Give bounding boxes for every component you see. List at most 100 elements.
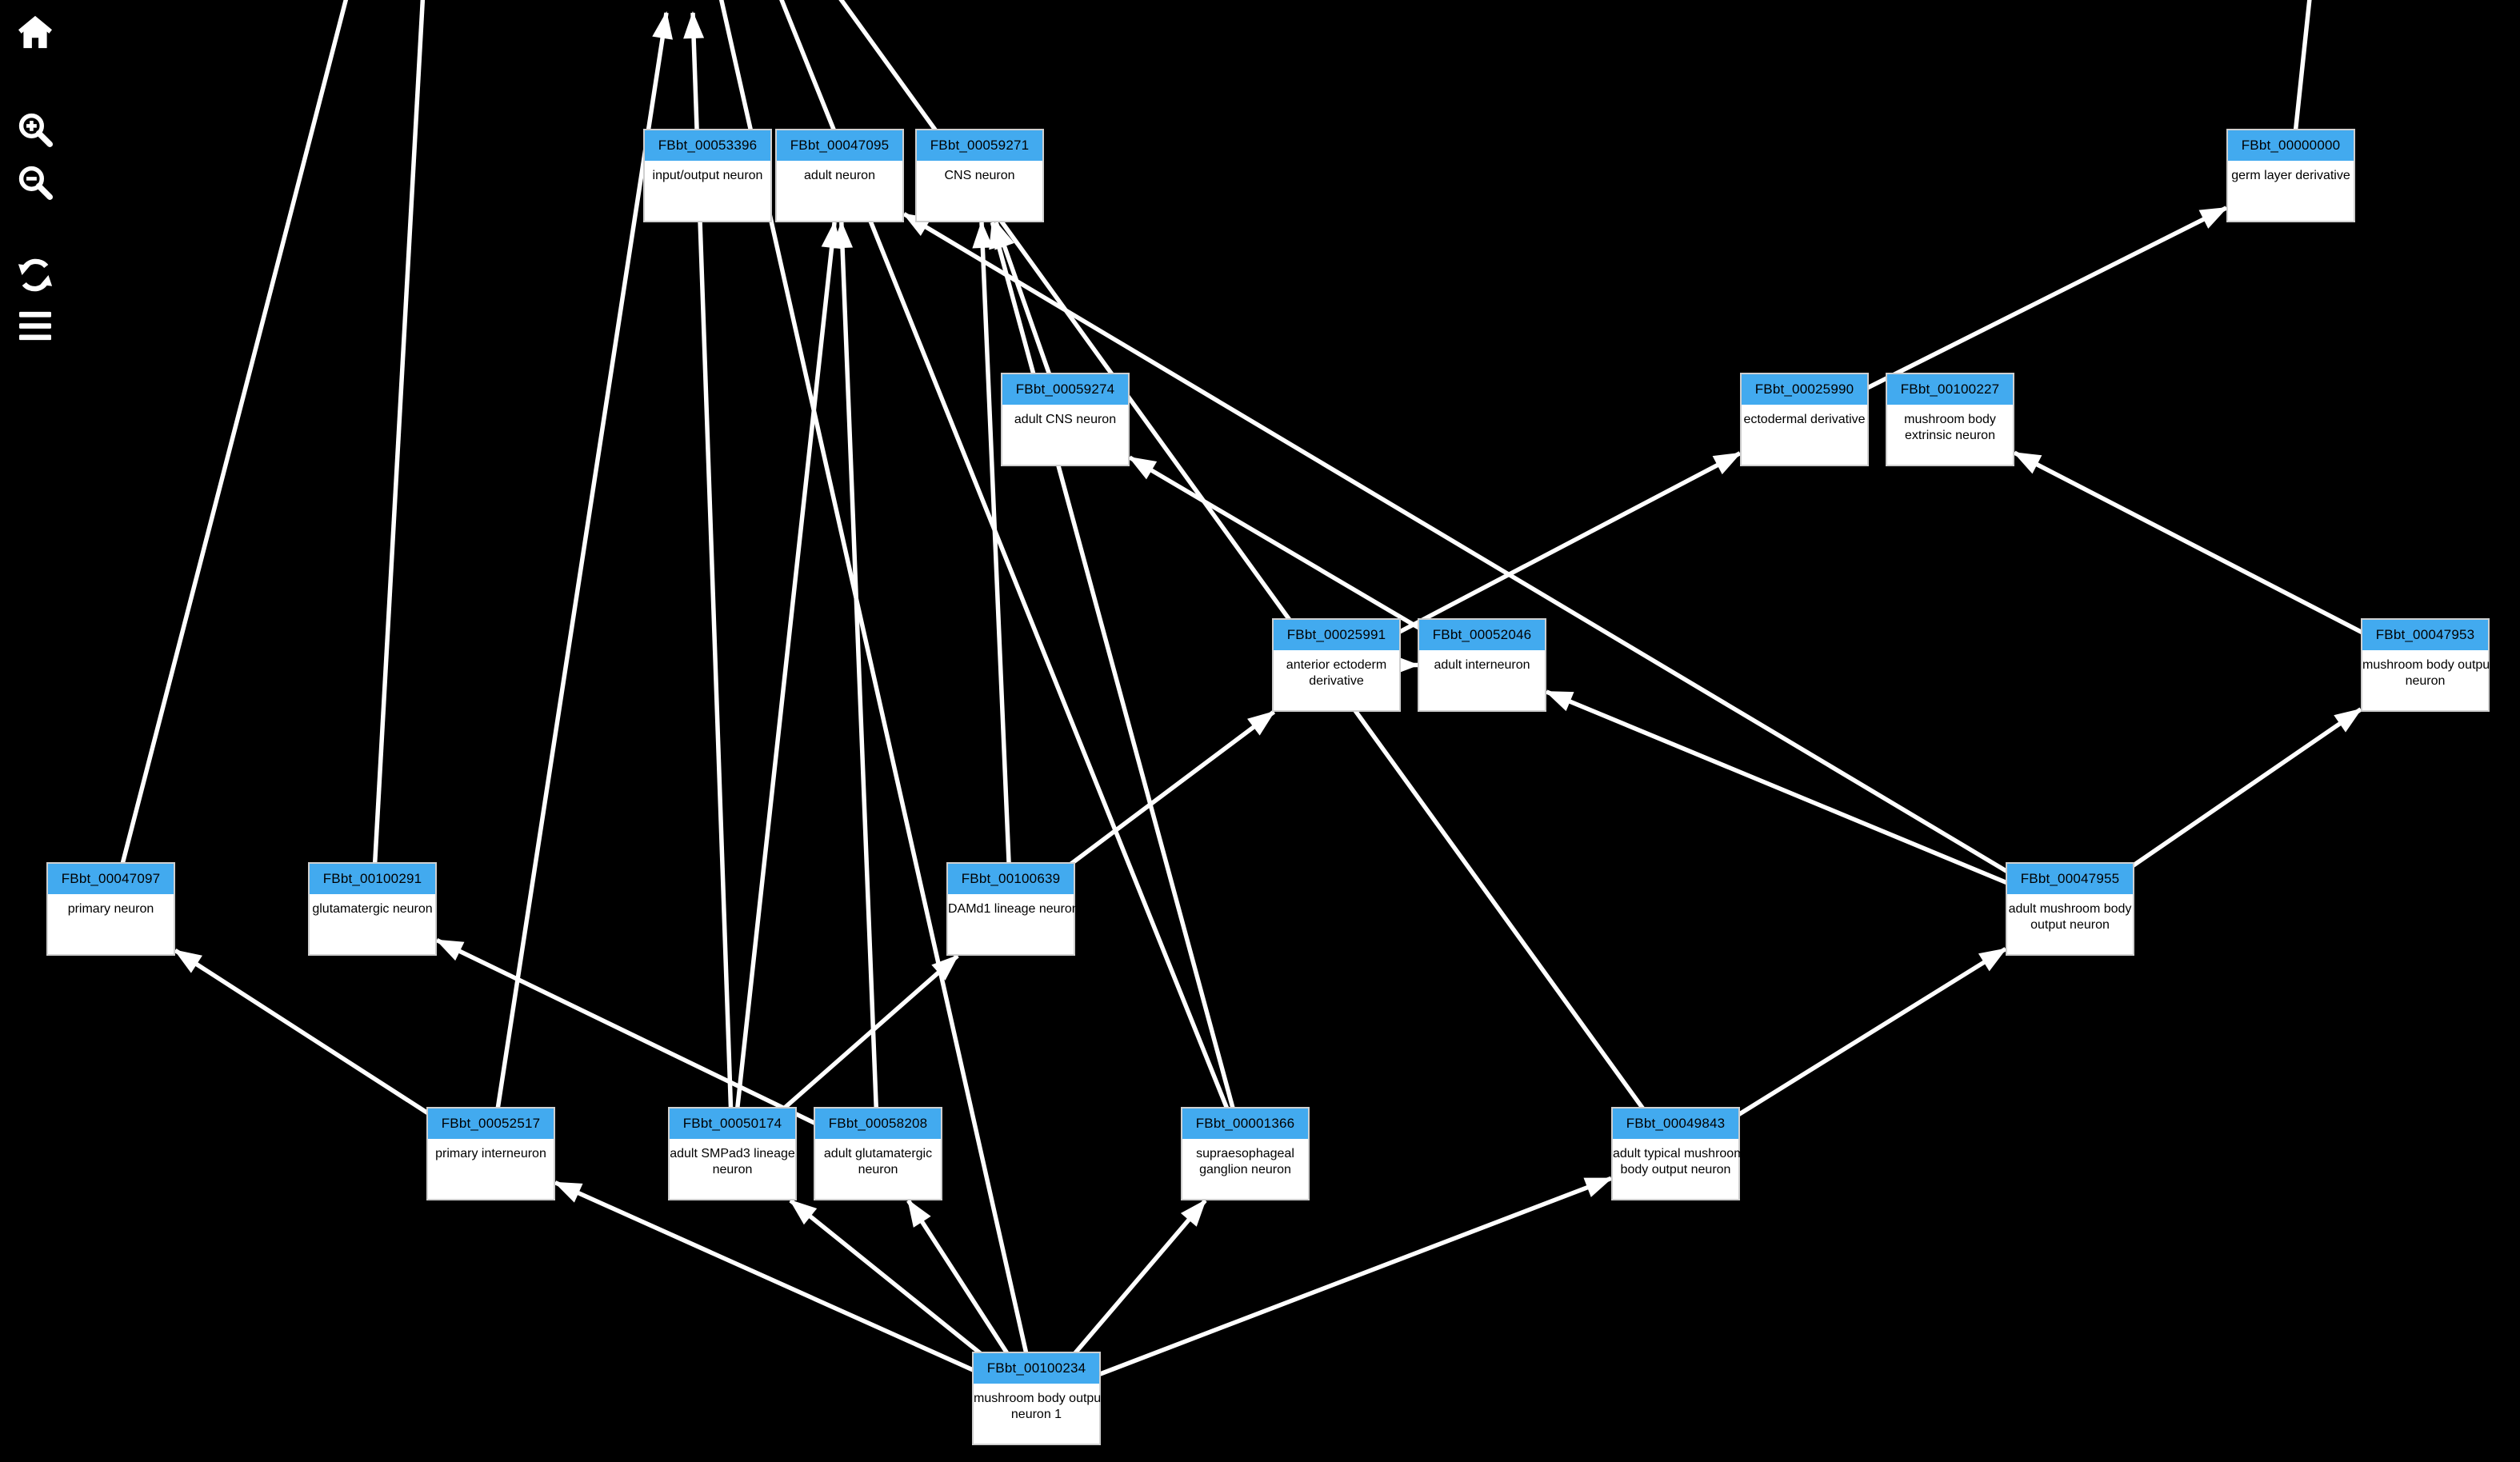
graph-edge bbox=[1803, 206, 2228, 421]
menu-button[interactable] bbox=[16, 307, 54, 346]
zoom-in-button[interactable] bbox=[16, 110, 54, 149]
node-label: adult glutamatergic neuron bbox=[815, 1139, 941, 1178]
node-label-line: primary interneuron bbox=[435, 1147, 546, 1160]
graph-edge bbox=[370, 0, 426, 909]
node-id: FBbt_00059271 bbox=[917, 130, 1042, 161]
graph-edge bbox=[1545, 689, 2071, 912]
node-id: FBbt_00025990 bbox=[1742, 374, 1867, 405]
refresh-icon bbox=[17, 258, 54, 293]
graph-edge bbox=[108, 0, 349, 910]
node-label: primary interneuron bbox=[428, 1139, 554, 1162]
node-label: input/output neuron bbox=[645, 161, 770, 184]
graph-edge bbox=[1035, 1176, 1613, 1401]
zoom-out-icon bbox=[18, 165, 53, 200]
graph-edge bbox=[1335, 451, 1742, 667]
node-label-line: body output neuron bbox=[1620, 1163, 1731, 1176]
graph-edge bbox=[554, 1180, 1038, 1401]
node-label-line: output neuron bbox=[2030, 918, 2110, 932]
graph-edge bbox=[435, 938, 879, 1156]
toolbar bbox=[0, 0, 77, 368]
node-label: glutamatergic neuron bbox=[310, 894, 435, 917]
node-id: FBbt_00052517 bbox=[428, 1108, 554, 1139]
graph-node[interactable]: FBbt_00053396 input/output neuron bbox=[643, 129, 772, 222]
node-id: FBbt_00047095 bbox=[777, 130, 902, 161]
zoom-out-button[interactable] bbox=[16, 163, 54, 202]
node-id: FBbt_00047955 bbox=[2007, 864, 2133, 894]
graph-edge bbox=[730, 221, 842, 1154]
node-label-line: adult neuron bbox=[804, 169, 875, 182]
home-icon bbox=[18, 15, 53, 49]
node-label-line: glutamatergic neuron bbox=[312, 902, 433, 916]
node-id: FBbt_00053396 bbox=[645, 130, 770, 161]
node-label-line: CNS neuron bbox=[944, 169, 1015, 182]
node-label-line: supraesophageal bbox=[1196, 1147, 1294, 1160]
node-label-line: ganglion neuron bbox=[1199, 1163, 1291, 1176]
graph-node[interactable]: FBbt_00025990 ectodermal derivative bbox=[1740, 373, 1869, 466]
node-label-line: adult mushroom body bbox=[2008, 902, 2132, 916]
graph-edge bbox=[2013, 450, 2426, 667]
zoom-in-icon bbox=[18, 112, 53, 147]
node-id: FBbt_00100639 bbox=[948, 864, 1074, 894]
node-label-line: adult interneuron bbox=[1434, 658, 1530, 672]
node-label-line: DAMd1 lineage neuron bbox=[948, 902, 1079, 916]
node-id: FBbt_00025991 bbox=[1274, 620, 1399, 650]
node-label-line: neuron 1 bbox=[1010, 1408, 1062, 1421]
node-label: adult interneuron bbox=[1419, 650, 1545, 673]
node-id: FBbt_00049843 bbox=[1613, 1108, 1738, 1139]
graph-edge bbox=[832, 221, 881, 1154]
graph-edge bbox=[488, 11, 673, 1154]
graph-edge bbox=[902, 212, 2071, 911]
node-label-line: derivative bbox=[1309, 674, 1364, 688]
node-label-line: ectodermal derivative bbox=[1743, 413, 1866, 426]
node-label: DAMd1 lineage neuron bbox=[948, 894, 1079, 917]
node-label-line: germ layer derivative bbox=[2231, 169, 2350, 182]
graph-edge bbox=[972, 221, 1014, 909]
home-button[interactable] bbox=[16, 13, 54, 51]
node-label: anterior ectoderm derivative bbox=[1274, 650, 1399, 689]
node-id: FBbt_00052046 bbox=[1419, 620, 1545, 650]
graph-edge bbox=[989, 221, 1248, 1155]
node-label-line: mushroom body output bbox=[2362, 658, 2494, 672]
node-id: FBbt_00000000 bbox=[2228, 130, 2354, 161]
node-label: adult CNS neuron bbox=[1002, 405, 1128, 428]
node-label-line: anterior ectoderm bbox=[1286, 658, 1387, 672]
node-id: FBbt_00047097 bbox=[48, 864, 174, 894]
node-id: FBbt_00050174 bbox=[670, 1108, 795, 1139]
refresh-button[interactable] bbox=[16, 256, 54, 294]
node-id: FBbt_00100291 bbox=[310, 864, 435, 894]
node-id: FBbt_00047953 bbox=[2362, 620, 2488, 650]
node-label-line: adult CNS neuron bbox=[1014, 413, 1117, 426]
node-label-line: adult glutamatergic bbox=[823, 1147, 933, 1160]
node-label-line: neuron bbox=[858, 1163, 898, 1176]
menu-icon bbox=[18, 310, 53, 342]
node-label-line: input/output neuron bbox=[652, 169, 763, 182]
graph-node[interactable]: FBbt_00100291 glutamatergic neuron bbox=[308, 862, 437, 956]
node-id: FBbt_00059274 bbox=[1002, 374, 1128, 405]
node-id: FBbt_00100227 bbox=[1887, 374, 2013, 405]
node-label: adult neuron bbox=[777, 161, 902, 184]
node-label: germ layer derivative bbox=[2228, 161, 2354, 184]
graph-node[interactable]: FBbt_00025991 anterior ectoderm derivative bbox=[1272, 618, 1401, 712]
